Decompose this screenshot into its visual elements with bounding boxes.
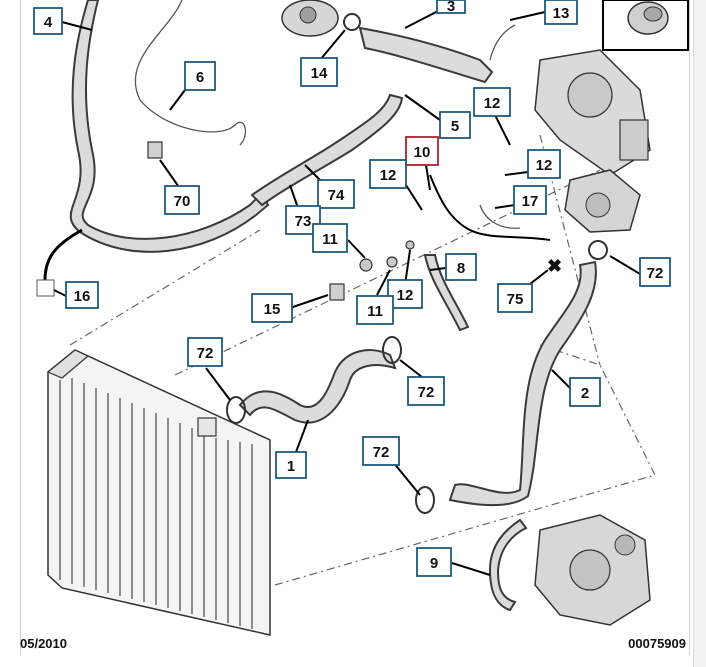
callout-2: 2 — [569, 377, 601, 407]
svg-text:8: 8 — [457, 260, 465, 277]
callout-75: 75 — [497, 283, 533, 313]
callout-12b: 12 — [527, 149, 561, 179]
clamp-14 — [343, 13, 361, 31]
radiator-fins — [59, 378, 253, 629]
turbocharger — [534, 49, 651, 176]
svg-text:75: 75 — [507, 291, 524, 308]
svg-text:70: 70 — [174, 193, 191, 210]
hose-2 — [448, 260, 597, 507]
svg-text:17: 17 — [522, 193, 539, 210]
pipe-9 — [488, 518, 528, 612]
svg-text:14: 14 — [311, 65, 328, 82]
svg-text:1: 1 — [287, 458, 295, 475]
radiator — [46, 349, 271, 636]
callout-6: 6 — [184, 61, 216, 91]
callout-1: 1 — [275, 451, 307, 479]
clip-70 — [147, 141, 163, 159]
mark-75: ✖ — [547, 256, 562, 276]
callout-13: 13 — [544, 0, 578, 25]
callout-11b: 11 — [356, 295, 394, 325]
svg-text:16: 16 — [74, 288, 91, 305]
callout-9: 9 — [416, 547, 452, 577]
clamp-72d — [415, 486, 435, 514]
callout-15: 15 — [251, 293, 293, 323]
reference-code: 00075909 — [628, 636, 686, 651]
sensor-wire-6 — [134, 0, 247, 146]
clamp-72a — [226, 396, 246, 424]
egr-valve — [564, 169, 641, 233]
callout-72b: 72 — [187, 337, 223, 367]
svg-text:12: 12 — [536, 157, 553, 174]
callout-70: 70 — [164, 185, 200, 215]
pipe-17 — [479, 204, 521, 229]
callout-8: 8 — [445, 253, 477, 281]
svg-text:12: 12 — [397, 287, 414, 304]
clamp-72b — [382, 336, 402, 364]
svg-text:15: 15 — [264, 301, 281, 318]
svg-text:4: 4 — [44, 14, 53, 31]
svg-text:72: 72 — [373, 444, 390, 461]
callout-3: 3 — [436, 0, 466, 15]
callout-74: 74 — [317, 179, 355, 209]
svg-text:3: 3 — [447, 0, 455, 15]
callout-10: 10 — [405, 136, 439, 166]
page-frame — [20, 0, 690, 655]
hose-1 — [238, 349, 397, 424]
pipe-10 — [429, 174, 551, 241]
svg-text:5: 5 — [451, 118, 459, 135]
callout-72d: 72 — [362, 436, 400, 466]
clamp-72c — [588, 240, 608, 260]
wire-16 — [43, 228, 83, 281]
svg-text:12: 12 — [484, 95, 501, 112]
pipe-13 — [489, 24, 516, 61]
svg-text:74: 74 — [328, 187, 345, 204]
svg-text:72: 72 — [418, 384, 435, 401]
callout-5: 5 — [439, 111, 471, 139]
scrollbar-track[interactable] — [693, 0, 706, 667]
connector-16 — [36, 279, 55, 297]
svg-text:72: 72 — [647, 265, 664, 282]
svg-text:13: 13 — [553, 5, 570, 22]
callout-4: 4 — [33, 7, 63, 35]
svg-text:11: 11 — [322, 231, 338, 248]
callout-14: 14 — [300, 57, 338, 87]
callout-12c: 12 — [369, 159, 407, 189]
fitting-11a — [359, 258, 373, 272]
thermostat-housing — [281, 0, 339, 37]
svg-text:2: 2 — [581, 385, 589, 402]
svg-text:73: 73 — [295, 213, 312, 230]
svg-text:11: 11 — [367, 303, 383, 320]
fitting-11b — [386, 256, 398, 268]
callout-72c: 72 — [407, 376, 445, 406]
callout-73: 73 — [285, 205, 321, 235]
svg-text:10: 10 — [414, 144, 431, 161]
pipe-8 — [423, 254, 470, 332]
callout-12a: 12 — [473, 87, 511, 117]
hose-3 — [358, 26, 494, 84]
callout-72a: 72 — [639, 257, 671, 287]
inset-thumbnail — [602, 0, 689, 51]
callout-16: 16 — [65, 281, 99, 309]
callout-17: 17 — [513, 185, 547, 215]
callout-11a: 11 — [312, 223, 348, 253]
svg-text:6: 6 — [196, 69, 204, 86]
water-pump — [534, 514, 651, 626]
svg-text:9: 9 — [430, 555, 438, 572]
bracket-15 — [329, 283, 345, 301]
hose-4 — [69, 0, 270, 253]
fitting-12 — [405, 240, 415, 250]
svg-text:72: 72 — [197, 345, 214, 362]
date-code: 05/2010 — [20, 636, 67, 651]
svg-text:12: 12 — [380, 167, 397, 184]
